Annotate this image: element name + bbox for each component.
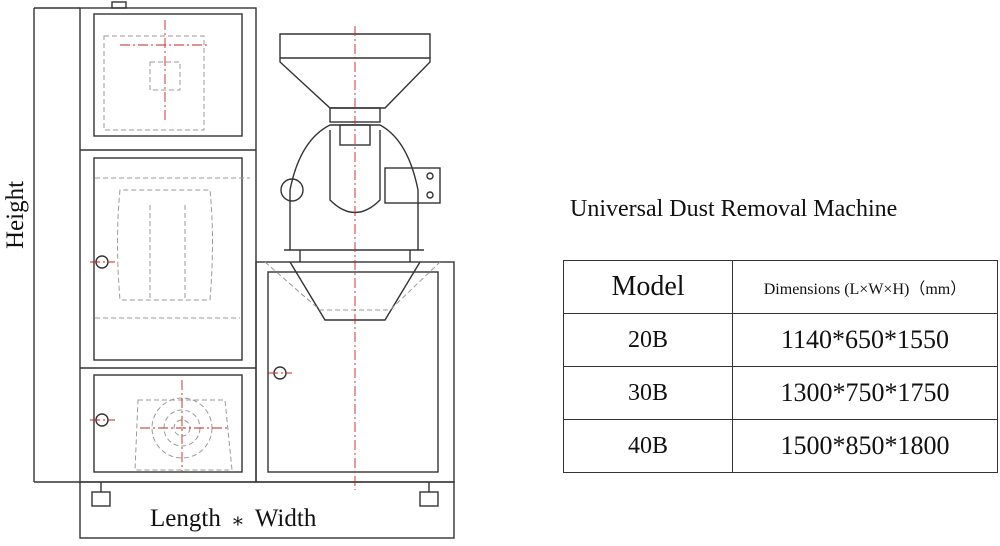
spec-table: Model Dimensions (L×W×H)（mm） 20B 1140*65…: [563, 260, 998, 473]
dims-cell: 1500*850*1800: [732, 419, 998, 473]
length-label: Length: [150, 505, 221, 532]
height-label: Height: [2, 180, 29, 249]
right-foot: [419, 491, 439, 507]
left-foot: [91, 491, 111, 507]
filter-compartment: [93, 157, 243, 361]
control-panel: [93, 13, 243, 137]
model-cell: 30B: [563, 366, 733, 420]
table-row: 20B 1140*650*1550: [563, 313, 998, 367]
model-cell: 20B: [563, 313, 733, 367]
cabinet-door: [267, 271, 439, 473]
side-bracket: [384, 167, 441, 204]
width-label: Width: [254, 505, 317, 532]
motor-compartment: [93, 374, 243, 473]
length-width-label: Length ⁎ Width: [150, 505, 316, 533]
separator-glyph: ⁎: [232, 508, 243, 530]
table-header-row: Model Dimensions (L×W×H)（mm）: [563, 260, 998, 314]
handwheel: [280, 178, 304, 202]
machine-title: Universal Dust Removal Machine: [570, 196, 898, 222]
header-model: Model: [563, 260, 733, 314]
hopper: [279, 33, 431, 109]
model-cell: 40B: [563, 419, 733, 473]
table-row: 40B 1500*850*1800: [563, 419, 998, 473]
dims-cell: 1300*750*1750: [732, 366, 998, 420]
table-row: 30B 1300*750*1750: [563, 366, 998, 420]
grinder-housing: [289, 124, 419, 250]
dims-cell: 1140*650*1550: [732, 313, 998, 367]
left-cabinet: [79, 7, 257, 483]
header-dimensions: Dimensions (L×W×H)（mm）: [732, 260, 998, 314]
